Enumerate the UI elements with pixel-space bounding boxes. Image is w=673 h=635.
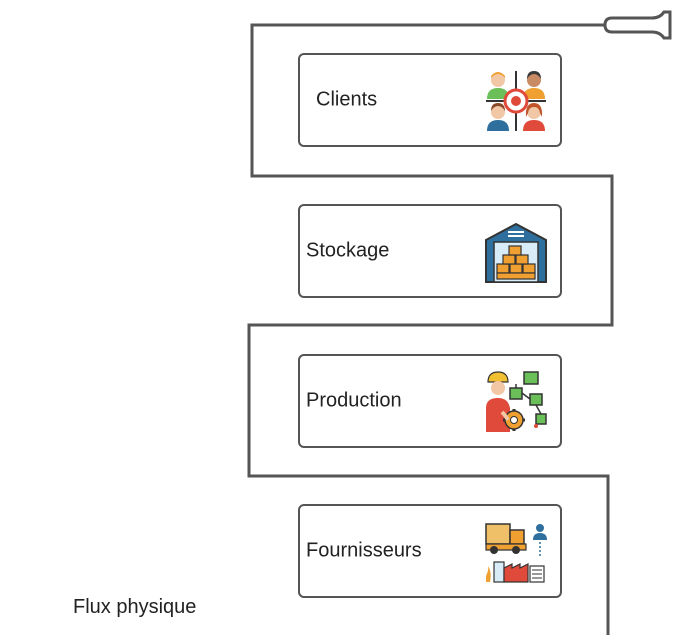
step-card-production: Production: [298, 354, 562, 448]
customers-target-icon: [486, 71, 546, 131]
warehouse-icon: [485, 222, 547, 283]
step-label: Stockage: [306, 239, 390, 262]
supplier-delivery-icon: [485, 523, 547, 583]
step-label: Clients: [316, 88, 378, 111]
flow-caption: Flux physique: [73, 596, 197, 618]
step-card-fournisseurs: Fournisseurs: [298, 504, 562, 598]
step-card-clients: Clients: [298, 53, 562, 147]
worker-process-icon: [486, 371, 547, 432]
step-label: Production: [306, 389, 402, 412]
step-card-stockage: Stockage: [298, 204, 562, 298]
flow-line: [247, 23, 614, 635]
step-label: Fournisseurs: [306, 539, 422, 562]
flow-arrow-cap: [603, 10, 672, 40]
